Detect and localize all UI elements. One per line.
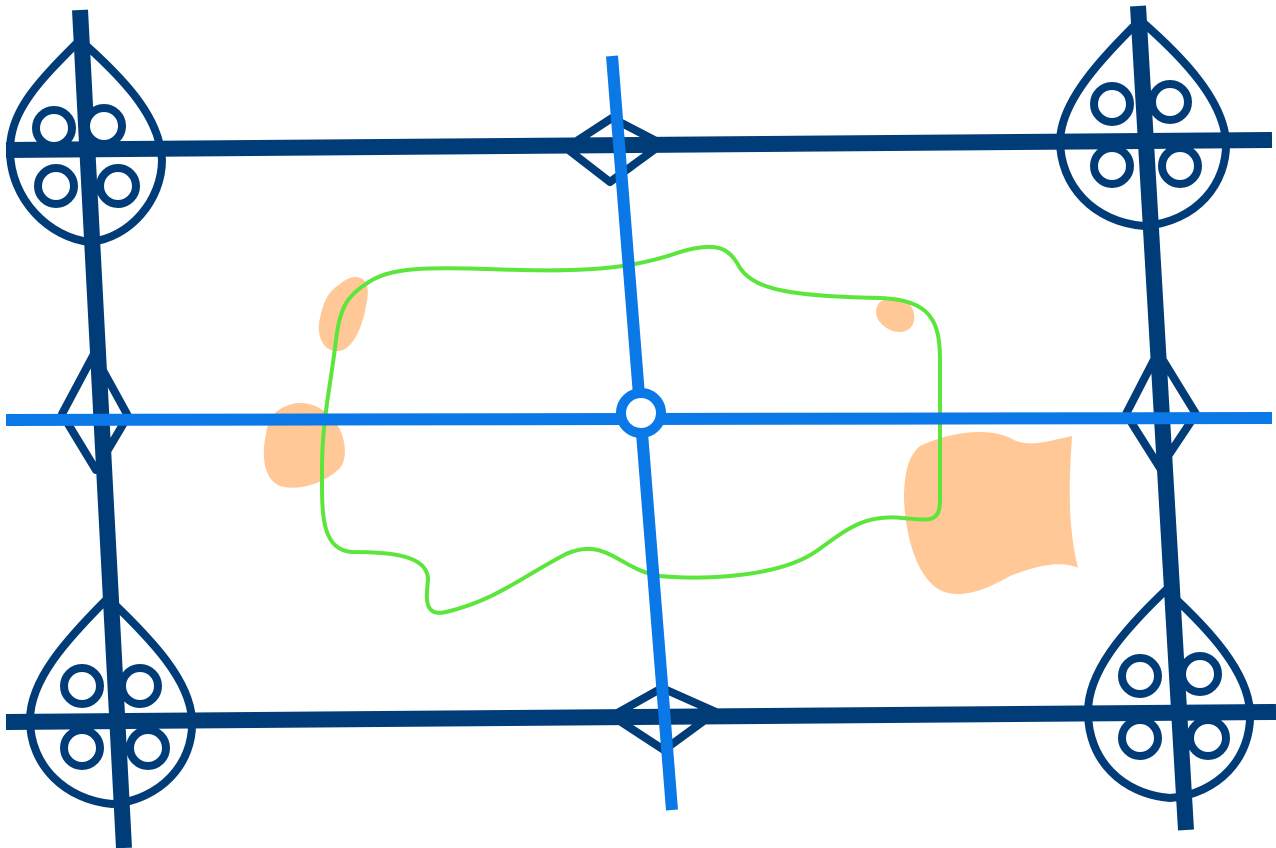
ring-icon xyxy=(118,664,162,708)
ring-icon xyxy=(1090,82,1134,126)
corner-node-top-left xyxy=(5,34,167,247)
corner-node-top-left-body xyxy=(5,34,167,247)
ring-icon xyxy=(1148,80,1192,124)
ring-icon xyxy=(60,664,104,708)
corner-node-bottom-left-body xyxy=(25,592,197,809)
boundary-loop xyxy=(319,244,943,615)
ring-icon xyxy=(126,726,170,770)
corner-node-top-right-body xyxy=(1055,14,1231,231)
corner-node-bottom-right-body xyxy=(1083,584,1255,803)
ring-icon xyxy=(1158,144,1202,188)
edge-node-left-middle xyxy=(58,350,132,474)
edge-node-right-middle xyxy=(1122,348,1200,472)
corner-node-bottom-left xyxy=(25,592,197,809)
corner-node-bottom-right xyxy=(1083,584,1255,803)
ring-icon xyxy=(1118,716,1162,760)
frame-left-edge xyxy=(72,9,132,848)
frame-bottom-edge xyxy=(5,704,1276,730)
ring-icon xyxy=(32,106,76,150)
edge-nodes xyxy=(58,114,1200,754)
ring-icon xyxy=(1178,652,1222,696)
patch-right-large xyxy=(904,432,1078,595)
frame-top-edge xyxy=(5,132,1273,158)
corner-node-top-right xyxy=(1055,14,1231,231)
edge-node-top-middle xyxy=(562,114,666,186)
edge-node-bottom-middle xyxy=(608,684,720,754)
ring-icon xyxy=(1186,716,1230,760)
patch-right-small xyxy=(876,297,915,332)
ring-icon xyxy=(1090,144,1134,188)
ring-icon xyxy=(82,104,126,148)
axes xyxy=(5,55,1273,811)
corner-nodes xyxy=(5,14,1255,809)
ring-icon xyxy=(96,164,140,208)
center-node xyxy=(616,388,666,438)
ring-icon xyxy=(34,164,78,208)
ring-icon xyxy=(1118,654,1162,698)
patches xyxy=(263,277,1078,595)
ring-icon xyxy=(60,726,104,770)
